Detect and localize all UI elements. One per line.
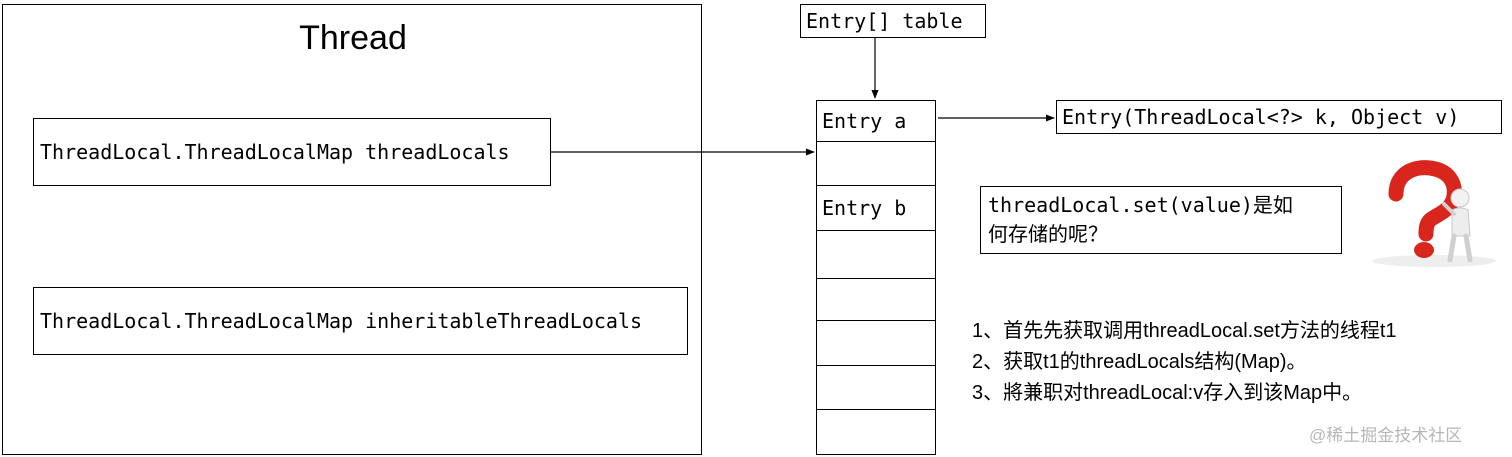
entry-cell-b: Entry b	[816, 185, 936, 231]
entry-cell-a: Entry a	[816, 100, 936, 142]
entry-table: Entry a Entry b	[816, 100, 936, 455]
question-line-1: threadLocal.set(value)是如	[988, 193, 1293, 217]
thread-locals-field: ThreadLocal.ThreadLocalMap threadLocals	[33, 118, 551, 186]
watermark: @稀土掘金技术社区	[1309, 426, 1463, 445]
entry-cell-empty	[816, 409, 936, 455]
steps-list: 1、首先先获取调用threadLocal.set方法的线程t1 2、获取t1的t…	[972, 316, 1510, 409]
thread-title: Thread	[299, 19, 407, 57]
entry-cell-empty	[816, 230, 936, 279]
inheritable-thread-locals-field: ThreadLocal.ThreadLocalMap inheritableTh…	[33, 287, 688, 355]
question-line-2: 何存储的呢？	[988, 222, 1108, 246]
question-mark-figure-icon	[1364, 158, 1502, 270]
step-3: 3、將兼职对threadLocal:v存入到该Map中。	[972, 382, 1363, 404]
entry-cell-empty	[816, 278, 936, 321]
question-box: threadLocal.set(value)是如 何存储的呢？	[980, 186, 1342, 254]
step-1: 1、首先先获取调用threadLocal.set方法的线程t1	[972, 320, 1397, 342]
entry-cell-empty	[816, 320, 936, 366]
entry-definition-box: Entry(ThreadLocal<?> k, Object v)	[1056, 100, 1502, 134]
entry-table-label: Entry[] table	[800, 4, 986, 38]
step-2: 2、获取t1的threadLocals结构(Map)。	[972, 351, 1307, 373]
entry-cell-empty	[816, 141, 936, 186]
entry-cell-empty	[816, 365, 936, 410]
thread-box: Thread	[2, 4, 702, 455]
